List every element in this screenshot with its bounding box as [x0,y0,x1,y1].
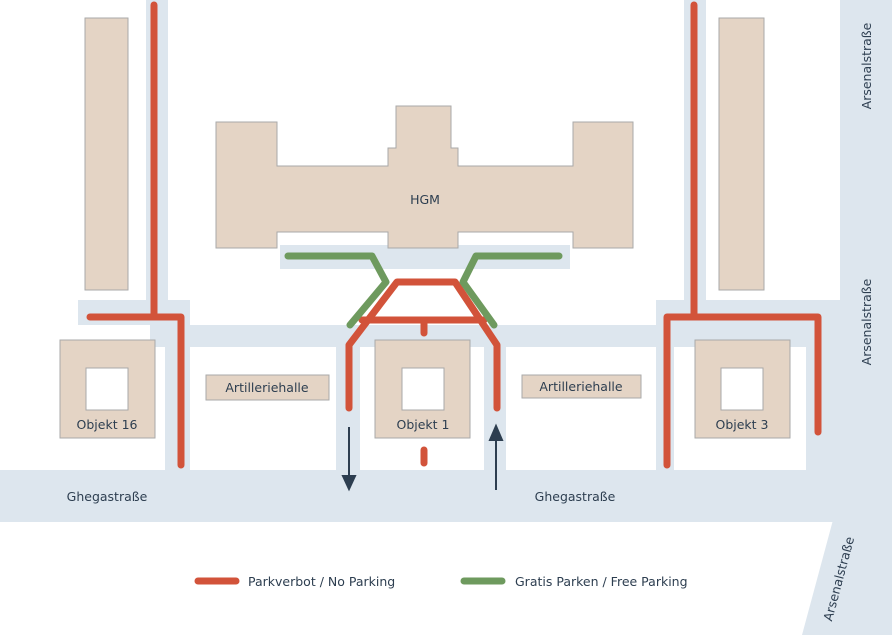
legend-no-parking-label: Parkverbot / No Parking [248,574,395,589]
label-hgm: HGM [410,192,440,207]
buildings [59,17,791,439]
red-line-right-branch [663,313,822,469]
no-parking-lines [86,1,822,469]
courtyard-objekt-16 [85,367,129,411]
courtyard-objekt-1 [401,367,445,411]
road-arsenalstrasse-lower [802,520,892,635]
label-objekt-16: Objekt 16 [77,417,138,432]
label-ghegastrasse-left: Ghegastraße [67,489,148,504]
lane-right-edge [806,300,840,472]
arrow-down-head [341,475,357,492]
red-line-left-branch [86,313,185,469]
arrow-up-head [488,423,504,441]
lane-right-strip [656,300,816,325]
building-hgm [215,105,634,249]
label-arsenalstrasse-middle: Arsenalstraße [859,278,874,365]
label-artilleriehalle-right: Artilleriehalle [539,379,623,394]
courtyards [85,367,764,411]
road-ghegastrasse [0,470,892,522]
building-right-tall [718,17,765,291]
label-ghegastrasse-right: Ghegastraße [535,489,616,504]
building-artilleriehalle-left [205,374,330,401]
building-labels: HGM Artilleriehalle Artilleriehalle Obje… [77,192,769,432]
label-objekt-1: Objekt 1 [396,417,449,432]
green-line-left [284,252,390,329]
courtyard-objekt-3 [720,367,764,411]
red-line-center-trapezoid [345,278,501,412]
green-line-right [459,252,563,329]
label-objekt-3: Objekt 3 [715,417,768,432]
legend: Parkverbot / No Parking Gratis Parken / … [194,574,688,589]
direction-arrows [341,423,504,492]
building-artilleriehalle-right [521,374,642,399]
legend-free-parking-label: Gratis Parken / Free Parking [515,574,688,589]
label-arsenalstrasse-top: Arsenalstraße [859,22,874,109]
free-parking-lines [284,252,563,329]
road-arsenalstrasse [840,0,892,520]
label-artilleriehalle-left: Artilleriehalle [225,380,309,395]
building-left-tall [84,17,129,291]
